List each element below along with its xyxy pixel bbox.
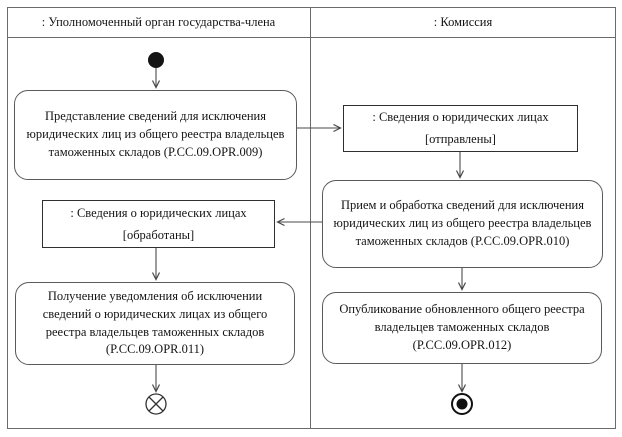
swimlane-header-row: : Уполномоченный орган государства-члена… xyxy=(7,7,616,38)
object-legal-entities-processed: : Сведения о юридических лицах [обработа… xyxy=(42,200,275,248)
action-opr-010: Прием и обработка сведений для исключени… xyxy=(322,180,603,268)
action-opr-011-label: Получение уведомления об исключении свед… xyxy=(42,289,268,357)
object-legal-entities-sent: : Сведения о юридических лицах [отправле… xyxy=(343,105,578,152)
diagram-frame xyxy=(7,7,616,429)
action-opr-010-label: Прием и обработка сведений для исключени… xyxy=(333,198,592,248)
object-legal-entities-sent-name: : Сведения о юридических лицах xyxy=(372,110,549,124)
object-legal-entities-processed-name: : Сведения о юридических лицах xyxy=(70,205,247,220)
action-opr-011: Получение уведомления об исключении свед… xyxy=(15,282,295,365)
lane-divider xyxy=(310,7,311,429)
action-opr-009-label: Представление сведений для исключения юр… xyxy=(26,109,285,159)
lane-header-commission: : Комиссия xyxy=(310,7,616,37)
object-legal-entities-sent-state: [отправлены] xyxy=(425,132,496,146)
lane-header-commission-label: : Комиссия xyxy=(433,14,493,29)
action-opr-012-label: Опубликование обновленного общего реестр… xyxy=(339,302,585,352)
object-legal-entities-processed-state: [обработаны] xyxy=(122,227,195,242)
lane-header-authorized-body: : Уполномоченный орган государства-члена xyxy=(7,7,310,37)
lane-header-authorized-body-label: : Уполномоченный орган государства-члена xyxy=(41,14,276,29)
action-opr-009: Представление сведений для исключения юр… xyxy=(14,90,297,180)
action-opr-012: Опубликование обновленного общего реестр… xyxy=(322,292,602,364)
